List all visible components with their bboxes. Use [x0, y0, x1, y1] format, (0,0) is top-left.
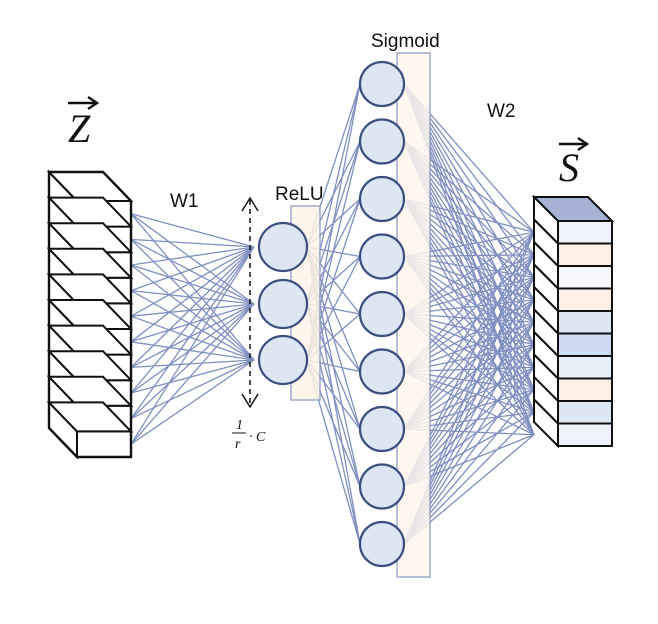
hidden-node	[257, 278, 309, 330]
z-vector-label: Z	[68, 106, 91, 151]
hidden-layer-nodes	[257, 221, 309, 386]
edge-input-to-hidden	[130, 341, 255, 361]
edge-input-to-hidden	[130, 246, 255, 394]
w2-label: W2	[487, 101, 516, 122]
edge-input-to-hidden	[130, 290, 255, 361]
z-vector-arrow-head	[87, 96, 100, 110]
edge-input-to-hidden	[130, 238, 255, 305]
edge-input-to-hidden	[130, 303, 255, 317]
edge-input-to-hidden	[130, 303, 255, 394]
scale-factor-label: 1 r · C	[232, 418, 266, 452]
edge-input-to-hidden	[130, 264, 255, 305]
input-stack-outline	[47, 170, 133, 459]
z-vector-symbol: Z	[68, 96, 100, 151]
scale-arrow-head-down	[241, 393, 259, 409]
edge-input-to-hidden	[130, 303, 255, 368]
sigmoid-node	[358, 520, 406, 568]
output-block-front	[557, 355, 613, 380]
edge-input-to-hidden	[130, 246, 255, 343]
edge-input-to-hidden	[130, 359, 255, 394]
sigmoid-layer-nodes	[358, 60, 406, 568]
edge-input-to-hidden	[130, 213, 255, 248]
sigmoid-node	[358, 290, 406, 338]
edge-input-to-hidden	[130, 246, 255, 266]
sigmoid-node	[358, 348, 406, 395]
hidden-node	[257, 334, 309, 386]
edge-input-to-hidden	[130, 359, 255, 445]
relu-label: ReLU	[275, 184, 324, 205]
edge-input-to-hidden	[130, 213, 255, 361]
edge-input-to-hidden	[130, 303, 255, 420]
hidden-node	[257, 221, 309, 273]
edge-input-to-hidden	[130, 315, 255, 361]
scale-numerator: 1	[236, 418, 243, 433]
sigmoid-node	[358, 405, 406, 453]
edge-input-to-hidden	[130, 213, 255, 305]
sigmoid-node	[358, 118, 406, 165]
edge-input-to-hidden	[130, 246, 255, 445]
edge-input-to-hidden	[130, 246, 255, 368]
output-block-front	[557, 220, 613, 245]
output-block-front	[557, 287, 613, 312]
output-block-front	[557, 400, 613, 425]
input-vector-stack	[46, 169, 134, 460]
sigmoid-node	[358, 175, 406, 223]
output-block-front	[557, 332, 613, 357]
edge-input-to-hidden	[130, 303, 255, 445]
edge-input-to-hidden	[130, 303, 255, 343]
edge-input-to-hidden	[130, 246, 255, 419]
s-vector-symbol: S	[559, 137, 590, 190]
edge-input-to-hidden	[130, 359, 255, 420]
edge-input-to-hidden	[130, 246, 255, 292]
s-vector-label: S	[559, 145, 579, 190]
output-block-front	[557, 422, 613, 447]
scale-denominator: r	[235, 437, 241, 452]
output-block-front	[557, 310, 613, 335]
w1-label: W1	[170, 191, 199, 212]
sigmoid-label: Sigmoid	[371, 31, 440, 52]
edge-input-to-hidden	[130, 359, 255, 369]
output-block-front	[557, 265, 613, 290]
sigmoid-node	[358, 463, 406, 510]
edge-input-to-hidden	[130, 246, 255, 317]
sigmoid-node	[358, 60, 406, 108]
connection-lines	[130, 83, 535, 545]
output-block-front	[557, 242, 613, 267]
input-block-front	[76, 430, 132, 458]
scale-multiplier: · C	[249, 430, 266, 445]
edge-input-to-hidden	[130, 238, 255, 248]
sigmoid-node	[358, 233, 406, 280]
s-vector-arrow-head	[577, 137, 590, 151]
scale-arrow	[241, 196, 259, 409]
edge-input-to-hidden	[130, 289, 255, 305]
edge-input-to-hidden	[130, 264, 255, 361]
output-block-front	[557, 377, 613, 402]
edge-input-to-hidden	[130, 238, 255, 361]
output-vector-stack	[531, 194, 615, 449]
scale-arrow-head-up	[241, 196, 259, 212]
